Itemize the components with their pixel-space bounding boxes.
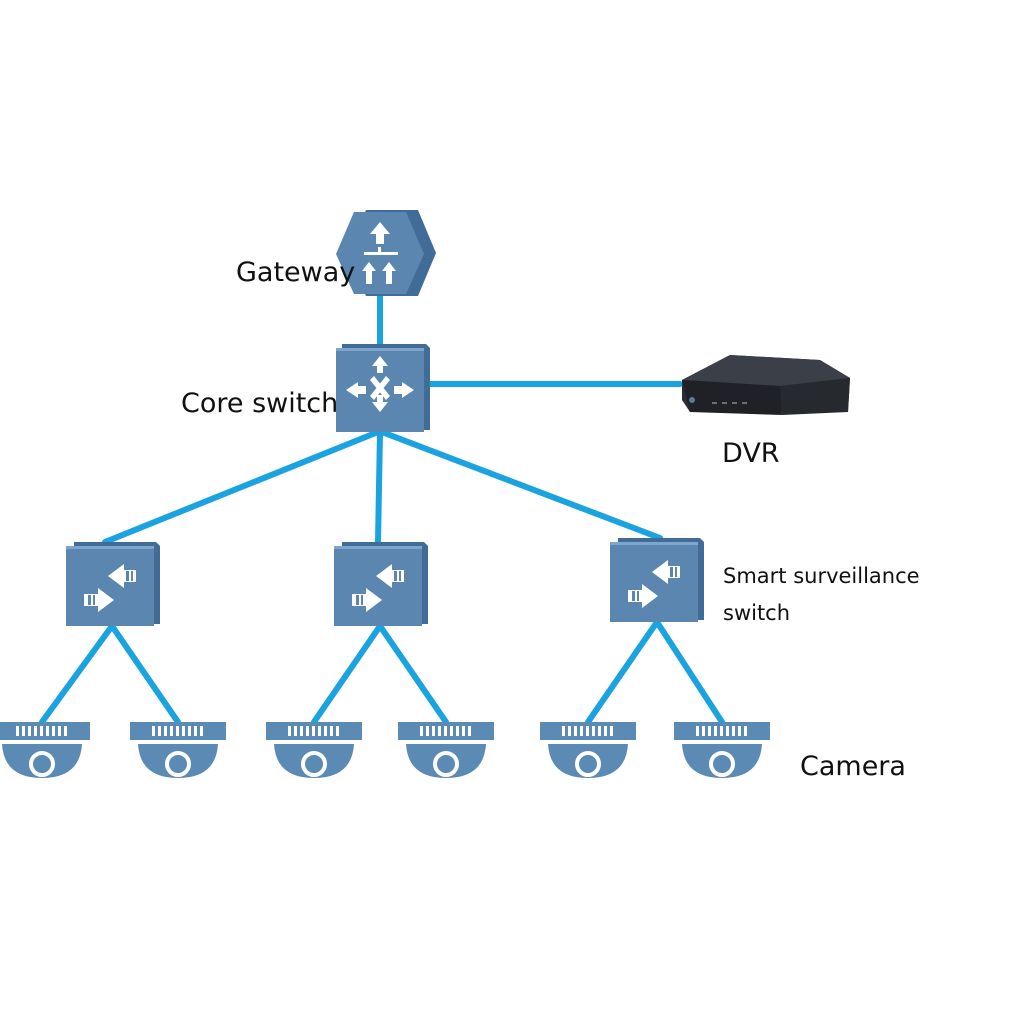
link-core-switch-1: [102, 429, 381, 545]
camera-label: Camera: [800, 751, 906, 782]
access-switch-icon: [610, 538, 704, 622]
link-switch2-camera-3: [311, 623, 383, 725]
links: [39, 289, 725, 725]
core-switch-icon: [336, 344, 430, 432]
dome-camera-icon: [266, 722, 362, 778]
gateway-hexagon-icon: [336, 210, 436, 296]
link-core-switch-3: [379, 429, 663, 541]
dome-camera-icon: [540, 722, 636, 778]
access-switch-icon: [66, 542, 160, 626]
gateway-label: Gateway: [236, 257, 356, 288]
cameras: [0, 722, 770, 778]
dome-camera-icon: [398, 722, 494, 778]
link-core-switch-2: [375, 429, 383, 545]
link-switch1-camera-2: [109, 623, 181, 725]
access-switch-icon: [334, 542, 428, 626]
dvr-label: DVR: [722, 438, 780, 469]
dome-camera-icon: [674, 722, 770, 778]
link-switch2-camera-4: [377, 623, 449, 725]
core-switch-label: Core switch: [181, 388, 339, 419]
link-switch3-camera-6: [654, 619, 725, 725]
link-switch3-camera-5: [585, 619, 660, 725]
dome-camera-icon: [0, 722, 90, 778]
link-switch1-camera-1: [39, 623, 115, 725]
dvr-recorder-icon: [682, 355, 850, 415]
dome-camera-icon: [130, 722, 226, 778]
smart-switch-label-line-2: switch: [723, 601, 791, 625]
smart-switch-label-line-1: Smart surveillance: [723, 564, 920, 588]
access-switches: [66, 538, 704, 626]
